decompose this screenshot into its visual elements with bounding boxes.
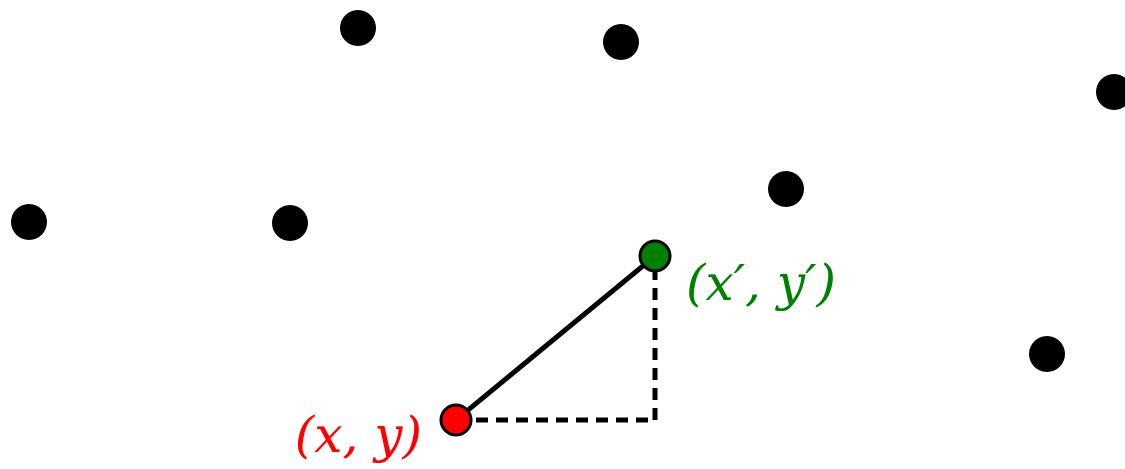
start-point-label: (x, y) [295,406,422,464]
dashed-legs [456,256,658,423]
point [768,171,804,207]
end-point-label: (x′, y′) [686,254,836,312]
point [272,205,308,241]
point [1029,336,1065,372]
point [1096,74,1125,110]
background-points [11,10,1125,372]
end-point [638,239,672,273]
start-point [439,403,473,437]
point [603,24,639,60]
point [11,204,47,240]
point [340,10,376,46]
distance-segment [454,254,657,422]
